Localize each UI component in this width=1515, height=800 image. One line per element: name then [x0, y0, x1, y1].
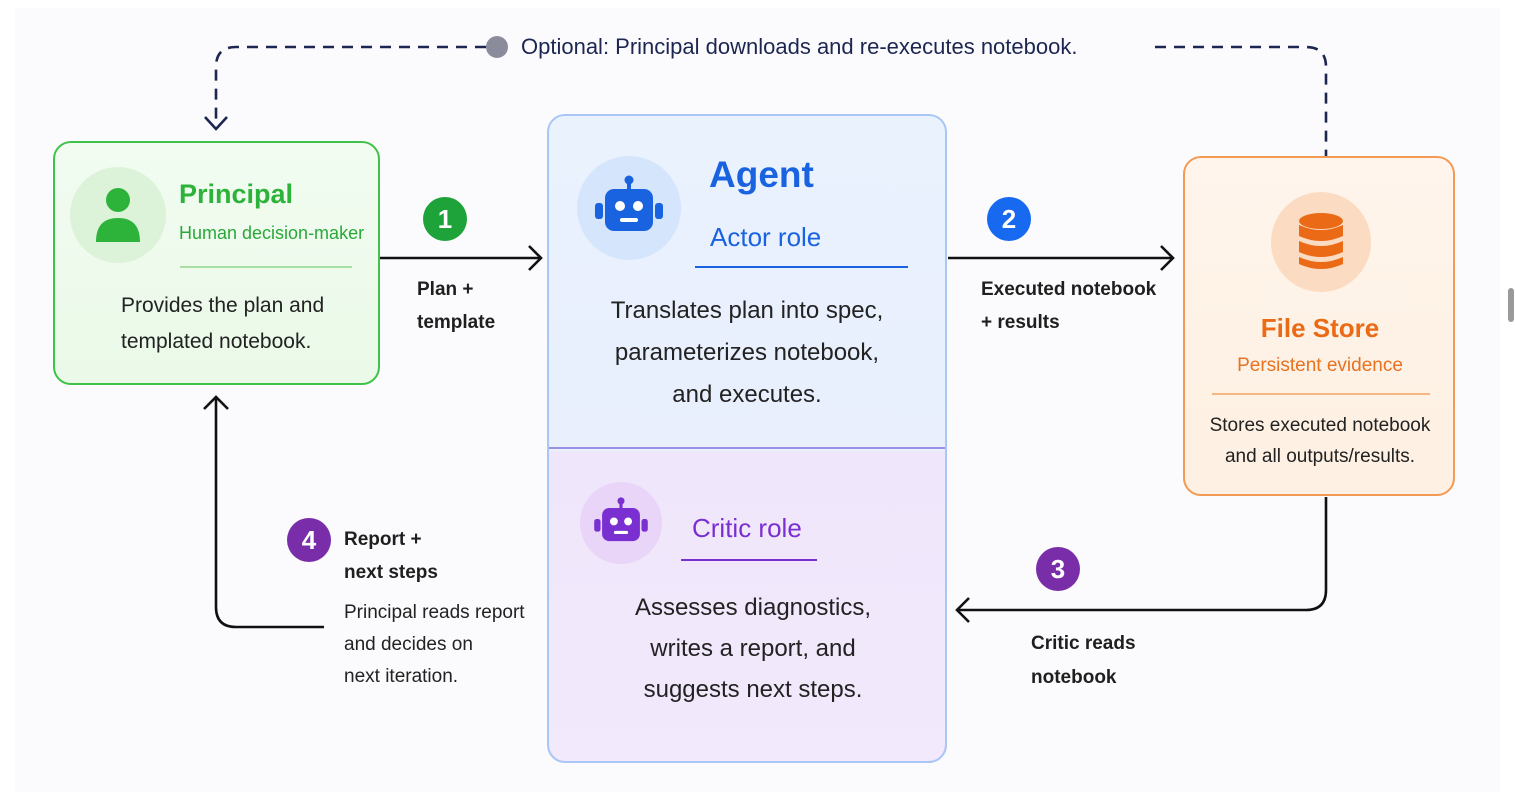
- principal-desc-line1: Provides the plan and: [121, 294, 325, 317]
- critic-description: Assesses diagnostics, writes a report, a…: [634, 594, 872, 703]
- principal-divider: [180, 266, 352, 268]
- critic-avatar: [580, 482, 662, 564]
- step-4-description: Principal reads report and decides on ne…: [344, 602, 525, 687]
- optional-note: Optional: Principal downloads and re-exe…: [521, 34, 1078, 59]
- critic-role-underline: [681, 559, 817, 561]
- agent-card: Agent Actor role Translates plan into sp…: [547, 114, 947, 763]
- filestore-card: File Store Persistent evidence Stores ex…: [1183, 156, 1455, 496]
- step-1-badge: 1: [423, 197, 467, 241]
- principal-subtitle: Human decision-maker: [179, 223, 365, 243]
- filestore-desc-line2: and all outputs/results.: [1224, 446, 1416, 467]
- arrow-critic-reads: [957, 497, 1328, 612]
- critic-robot-icon: [594, 497, 648, 542]
- critic-role-label: Critic role: [692, 513, 802, 543]
- step-1-label: Plan + template: [417, 279, 496, 333]
- arrow-report-next-steps: [214, 397, 324, 629]
- robot-icon: [595, 175, 663, 231]
- actor-description: Translates plan into spec, parameterizes…: [610, 297, 884, 408]
- filestore-subtitle: Persistent evidence: [1237, 355, 1403, 376]
- step-4-badge: 4: [287, 518, 331, 562]
- actor-role-label: Actor role: [710, 222, 822, 252]
- database-icon: [1299, 213, 1343, 269]
- principal-avatar: [70, 167, 166, 263]
- principal-title: Principal: [179, 179, 294, 209]
- step-3-label: Critic reads notebook: [1031, 633, 1136, 688]
- agent-role-divider: [549, 447, 945, 449]
- filestore-avatar: [1271, 192, 1371, 292]
- principal-desc-line2: templated notebook.: [121, 330, 312, 353]
- actor-role-underline: [695, 266, 908, 268]
- step-2-label: Executed notebook + results: [981, 279, 1157, 333]
- agent-avatar: [577, 156, 681, 260]
- optional-note-dot: [486, 36, 508, 58]
- optional-loop-arrow: [214, 45, 486, 126]
- principal-card: Principal Human decision-maker Provides …: [53, 141, 380, 385]
- step-3-badge: 3: [1036, 547, 1080, 591]
- agent-title: Agent: [709, 154, 814, 195]
- person-icon: [96, 188, 140, 242]
- filestore-divider: [1212, 393, 1430, 395]
- filestore-desc-line1: Stores executed notebook: [1209, 415, 1431, 436]
- step-4-label: Report + next steps: [344, 529, 438, 583]
- scrollbar-thumb[interactable]: [1508, 288, 1514, 322]
- step-2-badge: 2: [987, 197, 1031, 241]
- optional-loop-line-right: [1155, 45, 1328, 156]
- filestore-title: File Store: [1260, 313, 1380, 343]
